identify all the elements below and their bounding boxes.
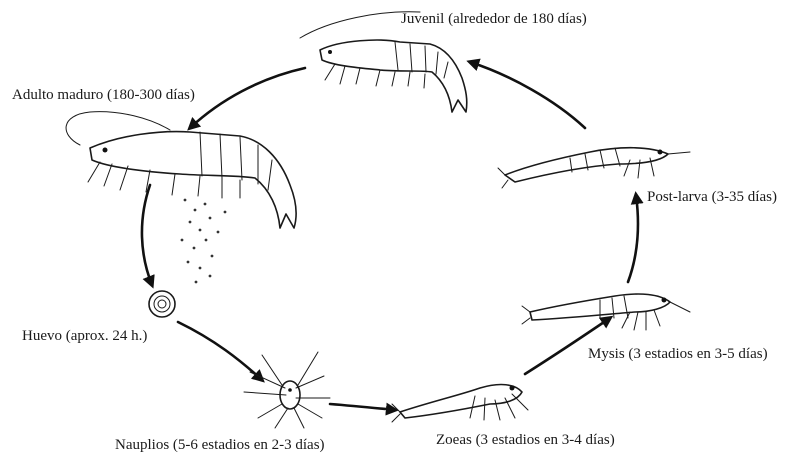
postlarva-illustration bbox=[498, 148, 690, 188]
huevo-illustration bbox=[149, 291, 175, 317]
arrow-postlarva-to-juvenil bbox=[470, 62, 585, 128]
label-postlarva: Post-larva (3-35 días) bbox=[647, 190, 777, 205]
label-juvenil: Juvenil (alrededor de 180 días) bbox=[401, 12, 587, 27]
zoeas-illustration bbox=[392, 385, 528, 422]
label-nauplios: Nauplios (5-6 estadios en 2-3 días) bbox=[115, 438, 325, 453]
adulto-shrimp-illustration bbox=[66, 112, 296, 284]
mysis-illustration bbox=[522, 294, 690, 330]
arrow-mysis-to-postlarva bbox=[628, 195, 638, 282]
nauplios-illustration bbox=[244, 352, 330, 428]
label-zoeas: Zoeas (3 estadios en 3-4 días) bbox=[436, 433, 615, 448]
label-mysis: Mysis (3 estadios en 3-5 días) bbox=[588, 347, 768, 362]
arrow-nauplios-to-zoeas bbox=[330, 404, 395, 410]
label-adulto: Adulto maduro (180-300 días) bbox=[12, 88, 195, 103]
arrow-juvenil-to-adulto bbox=[190, 68, 305, 128]
cycle-arrows bbox=[142, 62, 638, 410]
label-huevo: Huevo (aprox. 24 h.) bbox=[22, 329, 147, 344]
arrow-adulto-to-huevo bbox=[142, 185, 152, 285]
arrow-huevo-to-nauplios bbox=[178, 322, 262, 380]
